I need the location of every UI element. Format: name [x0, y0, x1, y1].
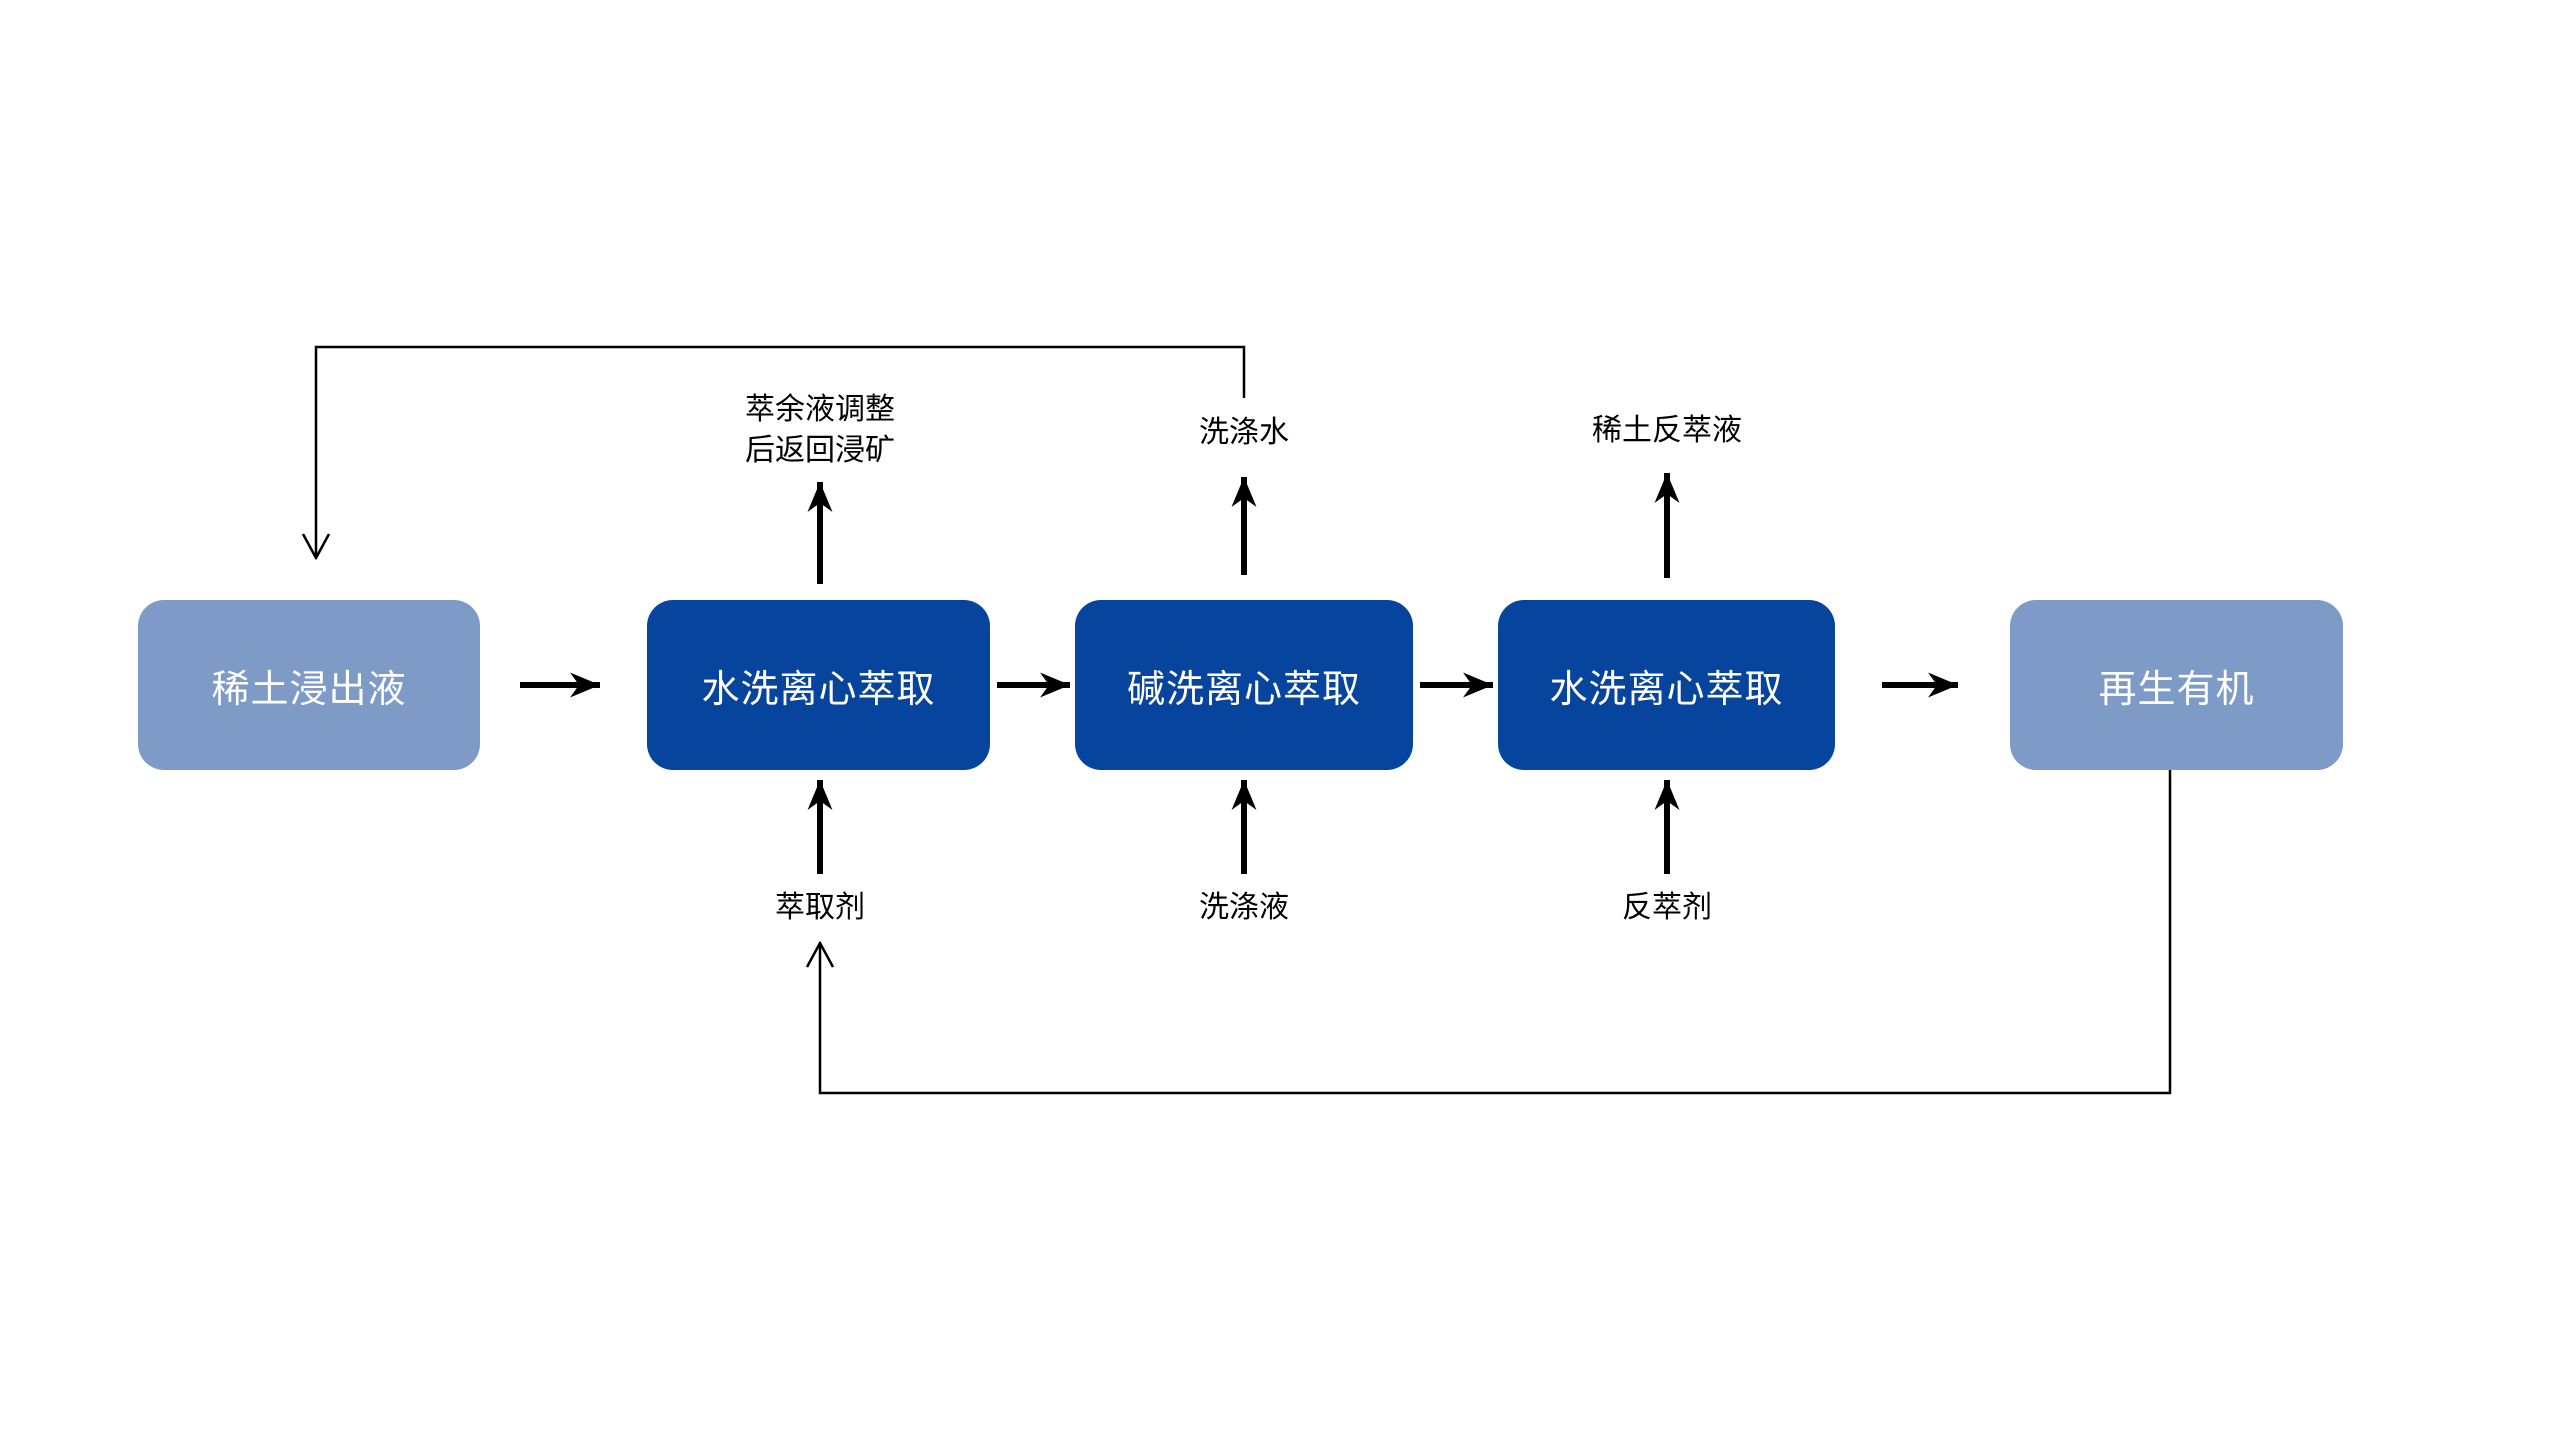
- node-rare-earth-leachate-label: 稀土浸出液: [211, 668, 407, 711]
- strip-agent-label: 反萃剂: [1622, 891, 1712, 924]
- loop-regen-to-extractant: [820, 770, 2172, 1095]
- wash-liquid-label: 洗涤液: [1199, 891, 1289, 924]
- extractant-label: 萃取剂: [775, 891, 865, 924]
- wash-water-label: 洗涤水: [1199, 416, 1289, 449]
- node-rare-earth-leachate: 稀土浸出液: [138, 600, 480, 770]
- rare-earth-strip-liquor-label: 稀土反萃液: [1592, 414, 1742, 447]
- node-alkali-wash-extraction-label: 碱洗离心萃取: [1126, 668, 1361, 711]
- node-regenerated-organic-label: 再生有机: [2098, 668, 2255, 711]
- node-water-wash-extraction-2-label: 水洗离心萃取: [1549, 668, 1784, 711]
- node-water-wash-extraction-1-label: 水洗离心萃取: [701, 668, 936, 711]
- node-regenerated-organic: 再生有机: [2010, 600, 2343, 770]
- node-water-wash-extraction-1: 水洗离心萃取: [647, 600, 990, 770]
- node-alkali-wash-extraction: 碱洗离心萃取: [1075, 600, 1413, 770]
- node-water-wash-extraction-2: 水洗离心萃取: [1498, 600, 1835, 770]
- raffinate-return-label: 萃余液调整 后返回浸矿: [745, 393, 895, 467]
- loop-washwater-to-leachate: [316, 345, 1246, 558]
